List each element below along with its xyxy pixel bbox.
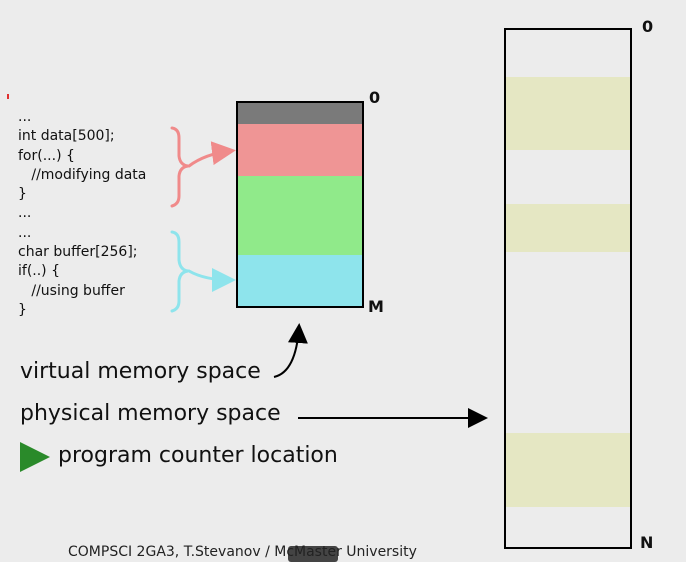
code-line: char buffer[256]; <box>18 244 138 261</box>
segment-data <box>237 124 363 176</box>
stray-mark <box>7 94 9 99</box>
virtual-memory-block <box>236 101 364 308</box>
cursor-highlight <box>288 546 338 562</box>
buffer-brace <box>170 230 236 313</box>
physical-frame <box>506 77 630 150</box>
code-line: ... <box>18 205 32 222</box>
segment-header <box>237 102 363 124</box>
segment-middle <box>237 176 363 255</box>
code-line: //modifying data <box>18 166 147 183</box>
virtual-arrow <box>273 323 308 378</box>
code-line: if(..) { <box>18 263 60 280</box>
virtual-memory-label: virtual memory space <box>20 359 261 384</box>
code-line: //using buffer <box>18 282 125 299</box>
physical-top-label: 0 <box>642 17 654 36</box>
code-line: int data[500]; <box>18 128 115 145</box>
code-line: for(...) { <box>18 147 75 164</box>
virtual-bottom-label: M <box>368 297 384 316</box>
code-line: ... <box>18 109 32 125</box>
code-listing: ... int data[500]; for(...) { //modifyin… <box>18 108 146 320</box>
physical-frame <box>506 433 630 507</box>
data-brace <box>170 126 236 208</box>
pc-location-label: program counter location <box>58 443 338 468</box>
virtual-top-label: 0 <box>369 88 381 107</box>
physical-memory-block <box>504 28 632 549</box>
footer-text: COMPSCI 2GA3, T.Stevanov / McMaster Univ… <box>68 544 417 560</box>
physical-bottom-label: N <box>640 533 654 552</box>
physical-frame <box>506 204 630 252</box>
physical-block-border <box>504 28 632 549</box>
segment-buffer <box>237 255 363 307</box>
code-line: ... <box>18 224 32 241</box>
code-line: } <box>18 301 27 318</box>
physical-memory-label: physical memory space <box>20 401 281 426</box>
virtual-block-frame <box>236 101 364 308</box>
code-line: } <box>18 186 27 203</box>
